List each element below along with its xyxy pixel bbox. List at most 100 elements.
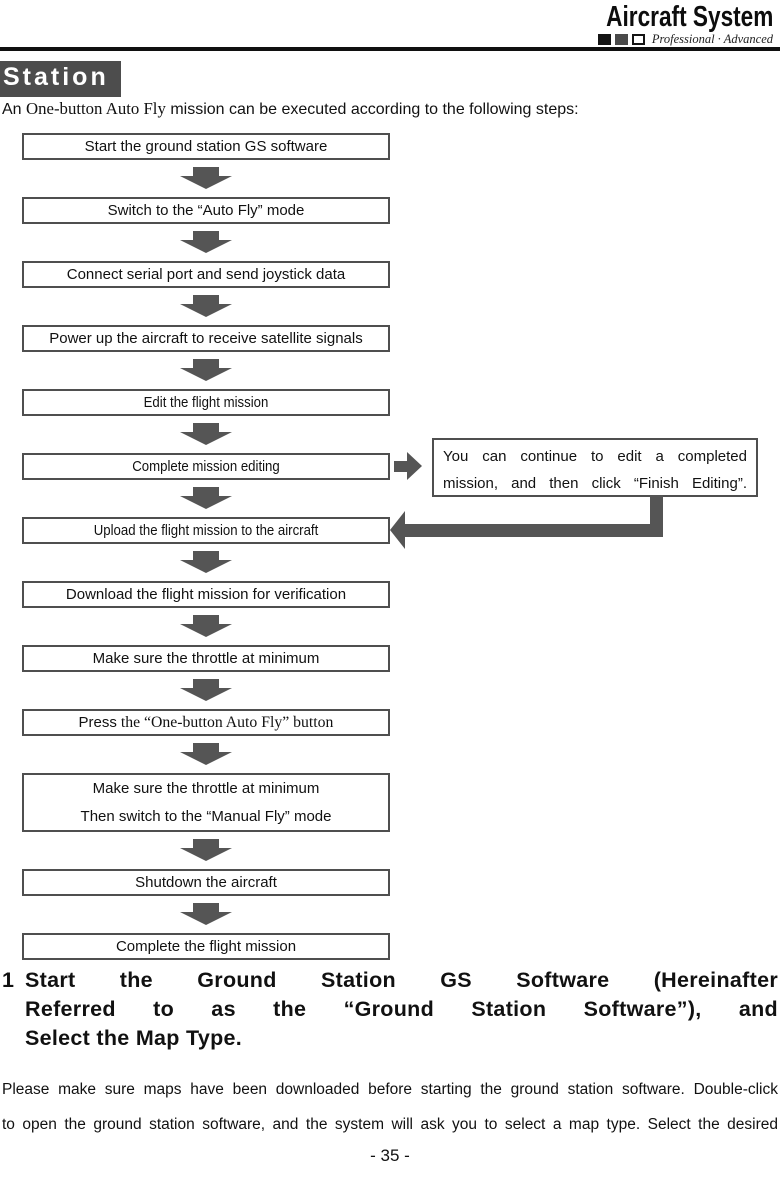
flow-step-label: Connect serial port and send joystick da… (24, 263, 388, 286)
paragraph-line: Please make sure maps have been download… (2, 1081, 778, 1098)
text-segment: Shutdown the aircraft (135, 874, 277, 891)
flow-step-box: Upload the flight mission to the aircraf… (22, 517, 390, 544)
flow-step-label: Upload the flight mission to the aircraf… (46, 519, 366, 542)
flowchart: You can continue to edit a completed miss… (0, 133, 780, 960)
text-segment: the “One-button Auto Fly” button (116, 714, 334, 731)
flow-arrow-down-icon (180, 679, 232, 701)
flow-arrow-down-icon (180, 167, 232, 189)
arrow-head (180, 624, 232, 637)
arrow-stem (193, 615, 219, 624)
logo-square-black-icon (597, 34, 611, 45)
arrow-stem (193, 487, 219, 496)
arrow-stem (193, 295, 219, 304)
note-arrow-right-head-icon (407, 452, 422, 480)
flow-arrow-down-icon (180, 615, 232, 637)
text-segment: An (2, 101, 27, 118)
flow-step-label: Start the ground station GS software (24, 135, 388, 158)
text-segment: Edit the flight mission (143, 394, 269, 411)
logo-square-gray-icon (614, 34, 628, 45)
header-divider (0, 47, 780, 51)
flow-step-box: Edit the flight mission (22, 389, 390, 416)
note-line: You can continue to edit a completed (443, 448, 747, 465)
note-connector-horizontal (404, 524, 663, 537)
flow-step-label: Make sure the throttle at minimum (24, 775, 388, 803)
page-number: - 35 - (370, 1146, 410, 1165)
flow-step-box: Press the “One-button Auto Fly” button (22, 709, 390, 736)
flow-step-label: Edit the flight mission (46, 391, 366, 414)
brand-subline: Professional · Advanced (559, 32, 773, 47)
arrow-stem (193, 423, 219, 432)
text-segment: Press (78, 714, 117, 731)
text-segment: Then switch to the “Manual Fly” mode (80, 807, 332, 825)
flow-arrow-down-icon (180, 903, 232, 925)
flow-step-label: Shutdown the aircraft (24, 871, 388, 894)
arrow-head (180, 240, 232, 253)
flow-arrow-down-icon (180, 231, 232, 253)
arrow-stem (193, 743, 219, 752)
text-segment: Make sure the throttle at minimum (92, 779, 320, 797)
arrow-stem (193, 231, 219, 240)
text-segment: Power up the aircraft to receive satelli… (49, 330, 363, 347)
flow-arrow-down-icon (180, 487, 232, 509)
flow-arrow-down-icon (180, 359, 232, 381)
arrow-head (180, 848, 232, 861)
paragraph-line: to open the ground station software, and… (2, 1116, 778, 1133)
text-segment: Make sure the throttle at minimum (92, 650, 320, 667)
flowchart-note-box: You can continue to edit a completed miss… (432, 438, 758, 497)
flow-step-box: Shutdown the aircraft (22, 869, 390, 896)
flow-step-label: Switch to the “Auto Fly” mode (24, 199, 388, 222)
arrow-stem (193, 839, 219, 848)
text-segment: Connect serial port and send joystick da… (66, 266, 346, 283)
text-segment: mission can be executed according to the… (165, 101, 579, 118)
brand-logo: Aircraft System Professional · Advanced (559, 2, 773, 47)
flow-step-box: Complete mission editing (22, 453, 390, 480)
flow-step-label: Complete mission editing (46, 455, 366, 478)
text-segment: Complete the flight mission (115, 938, 297, 955)
flow-step-label: Make sure the throttle at minimum (24, 647, 388, 670)
arrow-head (180, 432, 232, 445)
arrow-stem (193, 903, 219, 912)
heading-line: Referred to as the “Ground Station Softw… (25, 997, 778, 1021)
arrow-head (180, 496, 232, 509)
flow-step-label: Press the “One-button Auto Fly” button (24, 711, 388, 734)
flow-step-label: Download the flight mission for verifica… (24, 583, 388, 606)
arrow-head (180, 752, 232, 765)
section-heading-number: 1 (2, 968, 14, 992)
text-segment: Switch to the “Auto Fly” mode (107, 202, 305, 219)
flow-step-box: Complete the flight mission (22, 933, 390, 960)
text-segment: Upload the flight mission to the aircraf… (93, 522, 319, 539)
flow-arrow-down-icon (180, 295, 232, 317)
flow-arrow-down-icon (180, 839, 232, 861)
flow-arrow-down-icon (180, 551, 232, 573)
text-segment: Download the flight mission for verifica… (65, 586, 347, 603)
flow-step-label: Complete the flight mission (24, 935, 388, 958)
section-heading-text: Start the Ground Station GS Software (He… (25, 966, 778, 1053)
intro-text: An One-button Auto Fly mission can be ex… (2, 99, 579, 119)
arrow-head (180, 912, 232, 925)
arrow-stem (193, 679, 219, 688)
flow-arrow-down-icon (180, 423, 232, 445)
note-line: mission, and then click “Finish Editing”… (443, 475, 747, 492)
flow-arrow-down-icon (180, 743, 232, 765)
body-paragraph: Please make sure maps have been download… (2, 1072, 778, 1142)
arrow-stem (193, 359, 219, 368)
heading-line: Select the Map Type. (25, 1026, 243, 1050)
flow-step-box: Make sure the throttle at minimum (22, 645, 390, 672)
arrow-stem (193, 167, 219, 176)
brand-tagline: Professional · Advanced (651, 32, 773, 46)
section-label: Station (0, 61, 121, 97)
flow-step-box: Switch to the “Auto Fly” mode (22, 197, 390, 224)
flow-step-box: Connect serial port and send joystick da… (22, 261, 390, 288)
flow-step-box: Start the ground station GS software (22, 133, 390, 160)
logo-square-white-icon (631, 34, 645, 45)
arrow-stem (193, 551, 219, 560)
arrow-head (180, 560, 232, 573)
flow-step-box: Download the flight mission for verifica… (22, 581, 390, 608)
text-segment: Start the ground station GS software (84, 138, 328, 155)
arrow-head (180, 176, 232, 189)
text-segment: One-button Auto Fly (26, 99, 166, 118)
note-arrow-right-icon (394, 461, 407, 472)
flow-step-label: Then switch to the “Manual Fly” mode (24, 803, 388, 831)
